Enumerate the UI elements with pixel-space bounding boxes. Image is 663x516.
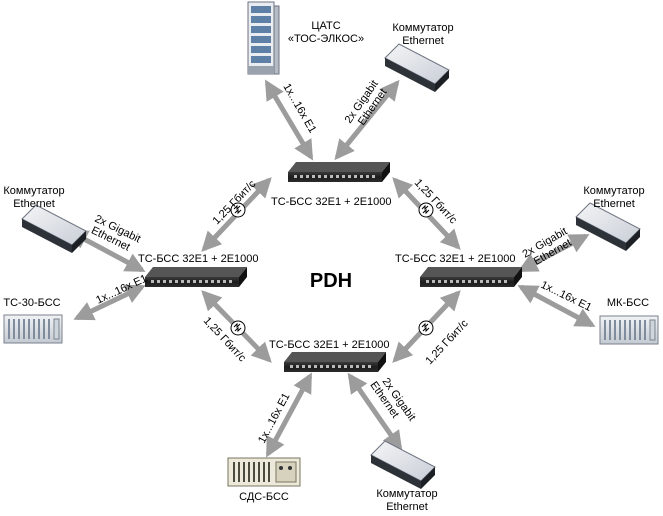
gige-label-top: 2х Gigabit Ethernet [343, 78, 390, 127]
switch-label-right-line2: Ethernet [593, 198, 635, 210]
switch-device-top [384, 43, 450, 92]
node-label-top: ТС-БСС 32Е1 + 2Е1000 [271, 196, 392, 208]
gige-label-left: 2х Gigabit Ethernet [89, 213, 142, 254]
switch-device-left [21, 204, 87, 253]
switch-device-right [575, 202, 641, 251]
atc-label-line1: ЦАТС [311, 20, 340, 32]
node-label-bottom: ТС-БСС 32Е1 + 2Е1000 [269, 339, 390, 351]
sds-label: СДС-БСС [239, 491, 289, 503]
link-sds [265, 372, 313, 458]
atc-cabinet [247, 1, 280, 75]
switch-label-top-line1: Коммутатор [392, 22, 453, 34]
peripheral-links [67, 79, 596, 458]
switch-device-bottom [370, 440, 436, 489]
switch-label-left-line1: Коммутатор [3, 185, 64, 197]
tc30-device [3, 314, 63, 344]
tcbss-device-top [288, 162, 390, 182]
switch-label-bottom-line1: Коммутатор [376, 488, 437, 500]
tcbss-device-bottom [284, 352, 386, 372]
gige-label-bottom: 2х Gigabit Ethernet [367, 376, 417, 423]
link-switch-top [334, 79, 400, 161]
ring-speed-label-tr: 1,25 Гбит/с [412, 177, 460, 227]
switch-label-top-line2: Ethernet [402, 35, 444, 47]
optical-icons [230, 202, 434, 336]
node-label-right: ТС-БСС 32Е1 + 2Е1000 [395, 253, 516, 265]
sds-device [227, 457, 301, 487]
link-atc [264, 79, 314, 161]
mk-device [599, 315, 659, 345]
optical-icon [418, 202, 434, 218]
tc30-label: ТС-30-БСС [3, 297, 60, 309]
link-switch-right [517, 233, 590, 273]
optical-icon [230, 202, 246, 218]
node-label-left: ТС-БСС 32Е1 + 2Е1000 [138, 253, 259, 265]
link-tc30 [73, 284, 146, 321]
optical-icon [230, 320, 246, 336]
e1-label-top: 1х...16х Е1 [280, 82, 318, 136]
switch-label-bottom-line2: Ethernet [386, 501, 428, 513]
tcbss-device-left [145, 267, 247, 287]
center-label: PDH [310, 270, 352, 292]
mk-label: МК-БСС [607, 297, 649, 309]
switch-label-left-line2: Ethernet [13, 198, 55, 210]
optical-icon [418, 320, 434, 336]
link-switch-bottom [347, 372, 403, 452]
tcbss-device-right [420, 267, 522, 287]
atc-label-line2: «ТОС-ЭЛКОС» [288, 33, 364, 45]
switch-label-right-line1: Коммутатор [583, 185, 644, 197]
link-mk [517, 284, 596, 328]
